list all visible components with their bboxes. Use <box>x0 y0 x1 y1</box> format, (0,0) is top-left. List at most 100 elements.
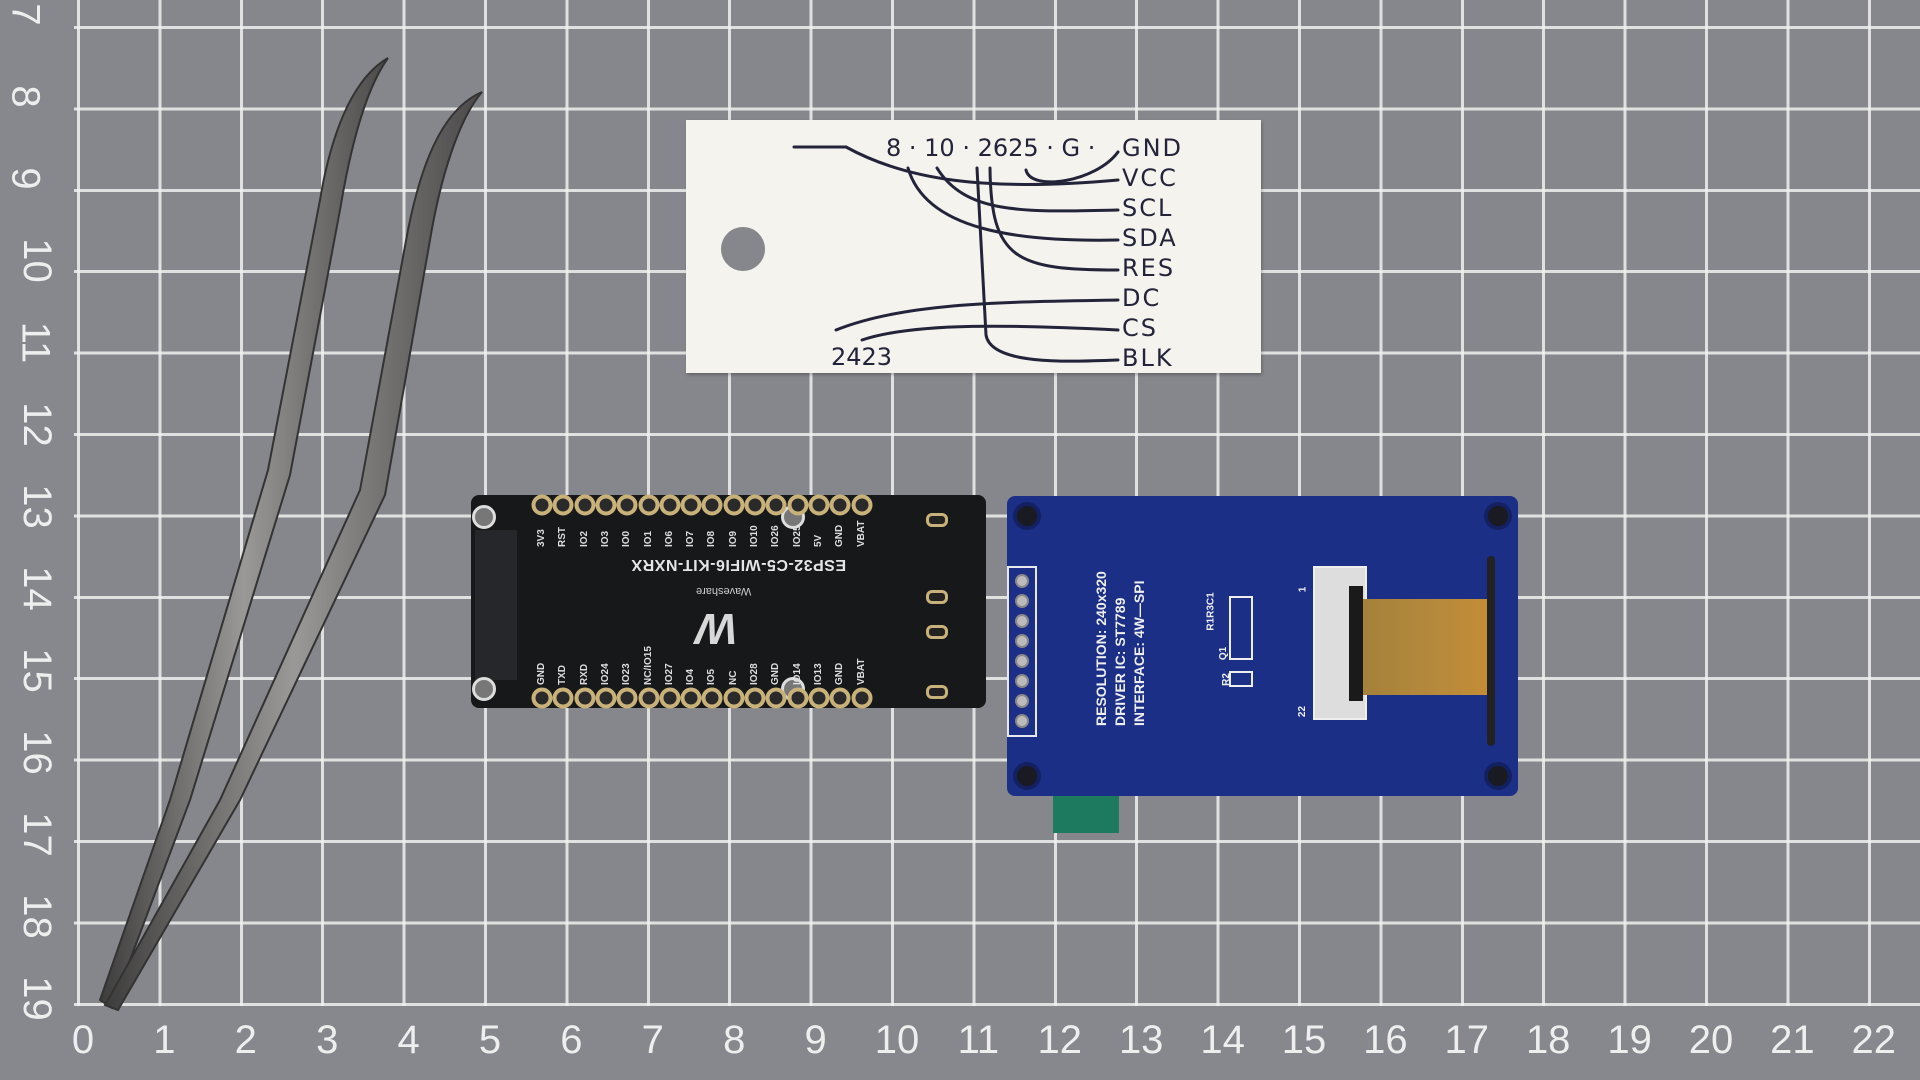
signal-label: DC <box>1122 284 1161 312</box>
pin-label: IO4 <box>685 668 697 685</box>
castellated-pad <box>926 685 948 699</box>
pin-label: IO6 <box>663 530 675 547</box>
smd-component <box>1229 671 1253 687</box>
pin-label: 3V3 <box>536 529 547 547</box>
mounting-hole <box>472 505 496 529</box>
header-pin <box>1015 574 1029 588</box>
header-pin <box>723 494 745 516</box>
scale-number: 18 <box>1525 1018 1571 1062</box>
brand-label: Waveshare <box>696 585 752 597</box>
scale-number: 17 <box>1444 1018 1490 1062</box>
header-pin <box>701 494 723 516</box>
pin-label: IO0 <box>621 530 633 547</box>
pin-label: NC <box>727 670 739 685</box>
header-pin <box>744 687 766 709</box>
mounting-hole <box>1013 502 1041 530</box>
header-pin <box>638 494 659 516</box>
scale-number: 20 <box>1688 1018 1734 1062</box>
mat-left-ruler <box>0 0 74 1006</box>
pin-label: IO7 <box>685 530 697 547</box>
component-label: Q1 <box>1218 646 1230 661</box>
pin-label: IO1 <box>642 530 654 547</box>
header-pin <box>595 687 617 709</box>
scale-number: 0 <box>71 1018 95 1062</box>
signal-label: SDA <box>1122 224 1178 252</box>
pin-label: IO14 <box>791 663 803 685</box>
header-pin <box>616 687 638 709</box>
castellated-pad <box>926 625 948 639</box>
wires <box>792 145 1120 363</box>
header-pin <box>638 687 659 709</box>
pin-label: IO24 <box>599 663 611 685</box>
header-pin <box>531 494 553 516</box>
lcd-module-board: RESOLUTION: 240x320 DRIVER IC: ST7789 IN… <box>1007 496 1518 796</box>
scale-number: 11 <box>957 1018 1000 1062</box>
pin-header <box>1007 566 1037 737</box>
header-pin <box>659 494 681 516</box>
signal-label: BLK <box>1122 344 1174 372</box>
header-pin <box>744 494 766 516</box>
header-pin <box>680 494 702 516</box>
header-pin <box>574 494 596 516</box>
pin-label: IO8 <box>706 530 718 547</box>
scale-number: 3 <box>316 1018 339 1062</box>
scale-number: 22 <box>1851 1018 1897 1062</box>
header-pin <box>808 687 830 709</box>
header-pin <box>787 494 809 516</box>
mat-bottom-ruler <box>0 1006 1920 1080</box>
header-pin <box>1015 714 1029 728</box>
pin-label: IO3 <box>599 530 611 547</box>
pin-label: IO5 <box>706 668 718 685</box>
certification-panel <box>475 530 517 680</box>
header-pin <box>765 687 787 709</box>
mounting-hole <box>472 677 496 701</box>
header-pin <box>1015 674 1029 688</box>
scale-number: 1 <box>153 1018 176 1062</box>
header-pin <box>787 687 809 709</box>
interface-label: INTERFACE: 4W—SPI <box>1131 580 1147 726</box>
pin-label: IO10 <box>749 525 760 547</box>
header-pin <box>829 687 851 709</box>
scale-number: 13 <box>1118 1018 1164 1062</box>
pin-label: NC/IO15 <box>642 646 654 685</box>
pin-label: IO9 <box>727 530 739 547</box>
note-top-pins: 8 · 10 · 2625 · G · <box>886 134 1095 162</box>
header-pin <box>1015 634 1029 648</box>
header-pin <box>1015 614 1029 628</box>
signal-label: CS <box>1122 314 1158 342</box>
header-pin <box>808 494 830 516</box>
signal-label: VCC <box>1122 164 1178 192</box>
header-pin <box>829 494 851 516</box>
mounting-hole <box>1013 762 1041 790</box>
castellated-pad <box>926 513 948 527</box>
pin-label: GND <box>834 662 846 685</box>
pin-label: RXD <box>578 663 590 685</box>
pin-label: IO27 <box>663 663 675 685</box>
pin-label: IO28 <box>749 663 760 685</box>
header-pin <box>1015 594 1029 608</box>
castellated-pad <box>926 590 948 604</box>
header-pin <box>1015 694 1029 708</box>
header-pin <box>659 687 681 709</box>
scale-number: 5 <box>478 1018 502 1062</box>
pin-label: 5V <box>812 534 824 547</box>
scale-number: 8 <box>723 1018 746 1062</box>
card-hole <box>721 227 765 271</box>
fpc-pin-1-label: 1 <box>1297 586 1309 593</box>
scale-number: 12 <box>1037 1018 1083 1062</box>
component-label: R1R3C1 <box>1205 592 1217 631</box>
display-edge <box>1487 556 1495 746</box>
board-title: ESP32-C5-WIFI6-KIT-NXRX <box>631 556 847 573</box>
resolution-label: RESOLUTION: 240x320 <box>1093 571 1109 726</box>
header-pin <box>595 494 617 516</box>
header-pin <box>616 494 638 516</box>
smd-components <box>1229 596 1253 660</box>
header-pin <box>723 687 745 709</box>
scale-number: 16 <box>1363 1018 1408 1062</box>
pin-label: TXD <box>557 665 569 685</box>
scale-number: 15 <box>1281 1018 1327 1062</box>
header-pin <box>1015 654 1029 668</box>
lcd-spec-text: RESOLUTION: 240x320 DRIVER IC: ST7789 IN… <box>1092 571 1149 726</box>
